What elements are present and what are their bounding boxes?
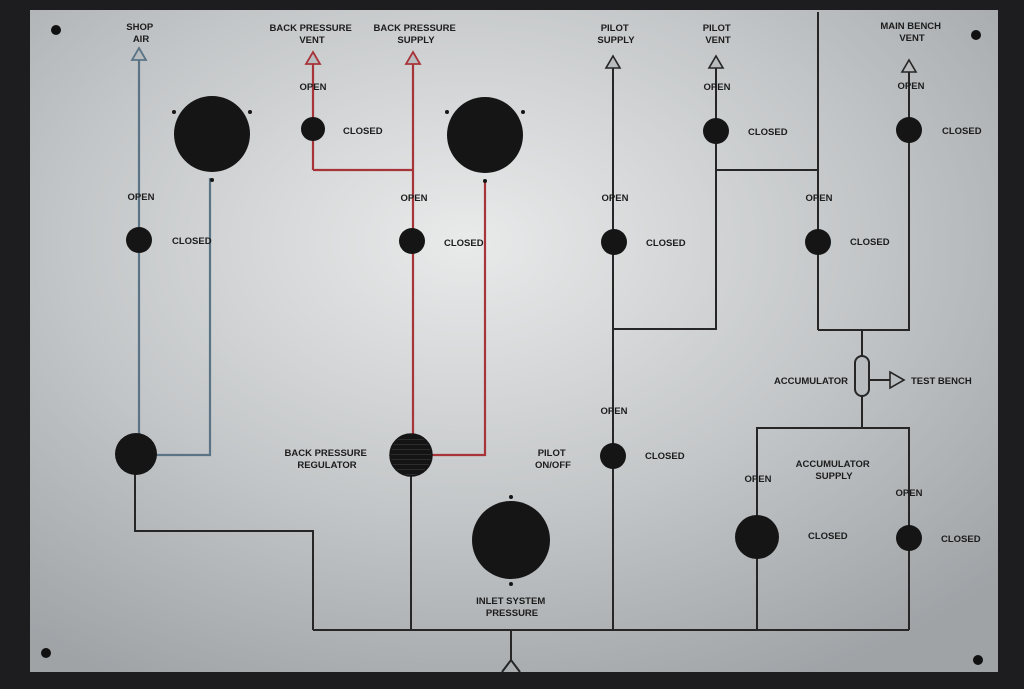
junction-open-label: OPEN bbox=[806, 193, 833, 204]
back-pressure-supply-valve[interactable] bbox=[399, 228, 425, 254]
screw-hole-top-right bbox=[971, 30, 981, 40]
test-bench-label: TEST BENCH bbox=[911, 376, 972, 387]
shop-air-closed-label: CLOSED bbox=[172, 236, 212, 247]
pilot-onoff-closed-label: CLOSED bbox=[645, 451, 685, 462]
accumulator-label: ACCUMULATOR bbox=[774, 376, 848, 387]
accumulator-supply-label: ACCUMULATOR SUPPLY bbox=[796, 459, 873, 482]
accumulator-icon bbox=[854, 355, 870, 397]
shop-air-label: SHOP AIR bbox=[126, 22, 155, 45]
pilot-onoff-label: PILOT ON/OFF bbox=[535, 448, 571, 471]
junction-closed-label: CLOSED bbox=[850, 237, 890, 248]
pilot-vent-arrow-icon bbox=[707, 54, 725, 69]
inlet-system-pressure-gauge bbox=[472, 501, 550, 579]
pilot-onoff-open-label: OPEN bbox=[601, 406, 628, 417]
gauge-mount-dots bbox=[172, 110, 525, 586]
acc-supply-right-closed-label: CLOSED bbox=[941, 534, 981, 545]
screw-hole-top-left bbox=[51, 25, 61, 35]
back-pressure-regulator-knob[interactable] bbox=[389, 433, 433, 477]
right-junction-valve[interactable] bbox=[805, 229, 831, 255]
bp-supply-closed-label: CLOSED bbox=[444, 238, 484, 249]
pilot-supply-arrow-icon bbox=[604, 54, 622, 69]
inlet-system-pressure-label: INLET SYSTEM PRESSURE bbox=[476, 596, 548, 619]
acc-supply-left-closed-label: CLOSED bbox=[808, 531, 848, 542]
accumulator-supply-valve-right[interactable] bbox=[896, 525, 922, 551]
main-bench-vent-valve[interactable] bbox=[896, 117, 922, 143]
pilot-supply-label: PILOT SUPPLY bbox=[597, 23, 635, 46]
main-bench-vent-label: MAIN BENCH VENT bbox=[880, 21, 943, 44]
shop-air-gauge bbox=[174, 96, 250, 172]
bp-vent-open-label: OPEN bbox=[300, 82, 327, 93]
pilot-vent-closed-label: CLOSED bbox=[748, 127, 788, 138]
acc-supply-right-open-label: OPEN bbox=[896, 488, 923, 499]
pilot-supply-open-label: OPEN bbox=[602, 193, 629, 204]
back-pressure-vent-label: BACK PRESSURE VENT bbox=[270, 23, 355, 46]
bp-vent-closed-label: CLOSED bbox=[343, 126, 383, 137]
shop-air-open-label: OPEN bbox=[128, 192, 155, 203]
pilot-onoff-valve[interactable] bbox=[600, 443, 626, 469]
acc-supply-left-open-label: OPEN bbox=[745, 474, 772, 485]
pilot-supply-valve[interactable] bbox=[601, 229, 627, 255]
shop-air-regulator[interactable] bbox=[115, 433, 157, 475]
back-pressure-supply-arrow-icon bbox=[404, 50, 422, 65]
pilot-vent-open-label: OPEN bbox=[704, 82, 731, 93]
screw-hole-bottom-right bbox=[973, 655, 983, 665]
back-pressure-vent-arrow-icon bbox=[304, 50, 322, 65]
main-bench-vent-arrow-icon bbox=[900, 58, 918, 73]
main-bench-vent-open-label: OPEN bbox=[898, 81, 925, 92]
screw-hole-bottom-left bbox=[41, 648, 51, 658]
pilot-vent-label: PILOT VENT bbox=[703, 23, 734, 46]
back-pressure-regulator-label: BACK PRESSURE REGULATOR bbox=[285, 448, 370, 471]
pilot-supply-closed-label: CLOSED bbox=[646, 238, 686, 249]
back-pressure-vent-valve[interactable] bbox=[301, 117, 325, 141]
accumulator-supply-valve-left[interactable] bbox=[735, 515, 779, 559]
pilot-vent-valve[interactable] bbox=[703, 118, 729, 144]
bp-supply-open-label: OPEN bbox=[401, 193, 428, 204]
shop-air-valve[interactable] bbox=[126, 227, 152, 253]
main-bench-vent-closed-label: CLOSED bbox=[942, 126, 982, 137]
shop-air-arrow-icon bbox=[130, 46, 148, 61]
test-bench-arrow-icon bbox=[889, 370, 906, 390]
back-pressure-supply-label: BACK PRESSURE SUPPLY bbox=[374, 23, 459, 46]
back-pressure-gauge bbox=[447, 97, 523, 173]
